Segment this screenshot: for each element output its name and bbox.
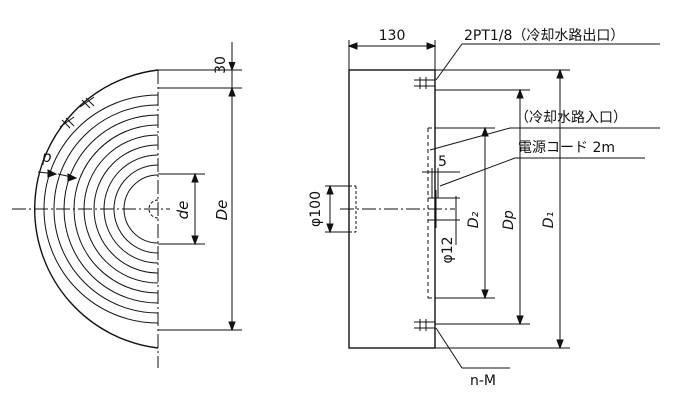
label-de: de: [174, 201, 192, 220]
label-30: 30: [213, 56, 229, 74]
dim-D2-arrow-bot: [481, 289, 489, 300]
dim-130-arrow-l: [347, 42, 358, 50]
label-De: De: [213, 200, 231, 221]
dim-Dp-arrow-top: [516, 88, 524, 99]
leader-nM: [435, 327, 463, 369]
ring-2: [53, 104, 159, 314]
label-phi100: φ100: [308, 191, 324, 227]
label-D2: D₂: [466, 211, 482, 228]
label-Dp: Dp: [501, 210, 517, 230]
outlet-fitting: [414, 77, 435, 89]
leader-outlet: [435, 43, 463, 81]
dim-130-arrow-r: [426, 42, 437, 50]
phi100-arrow-top: [326, 184, 334, 195]
label-nM: n-M: [470, 373, 496, 389]
right-side-view: [325, 40, 660, 369]
ring-6: [93, 144, 159, 274]
label-5: 5: [438, 154, 447, 170]
label-cord: 電源コード 2m: [518, 140, 615, 156]
dim-De-arrow-bot: [228, 321, 236, 332]
dim-p-arrow-a: [47, 169, 58, 178]
dim-de-arrow-top: [191, 172, 199, 183]
label-outlet: 2PT1/8（冷却水路出口）: [464, 28, 624, 44]
dim-p-arrow-b: [67, 173, 78, 182]
screw-2: [79, 96, 95, 109]
leader-cord: [439, 157, 516, 187]
label-130: 130: [379, 28, 406, 44]
dim-Dp-arrow-bot: [516, 315, 524, 326]
dim-D1-arrow-top: [556, 68, 564, 79]
leader-inlet: [429, 127, 511, 151]
label-phi12: φ12: [440, 236, 456, 263]
screw-1: [59, 116, 75, 129]
label-inlet: （冷却水路入口）: [515, 110, 627, 126]
dim-de-arrow-bot: [191, 235, 199, 246]
bottom-fitting: [414, 319, 435, 331]
label-p: p: [41, 148, 52, 166]
dim-30-arrow: [228, 61, 236, 72]
left-front-view: [12, 42, 242, 368]
phi100-arrow-bot: [326, 223, 334, 234]
label-D1: D₁: [541, 212, 557, 228]
dim-D1-arrow-bot: [556, 339, 564, 350]
dim-De-arrow-top: [228, 86, 236, 97]
